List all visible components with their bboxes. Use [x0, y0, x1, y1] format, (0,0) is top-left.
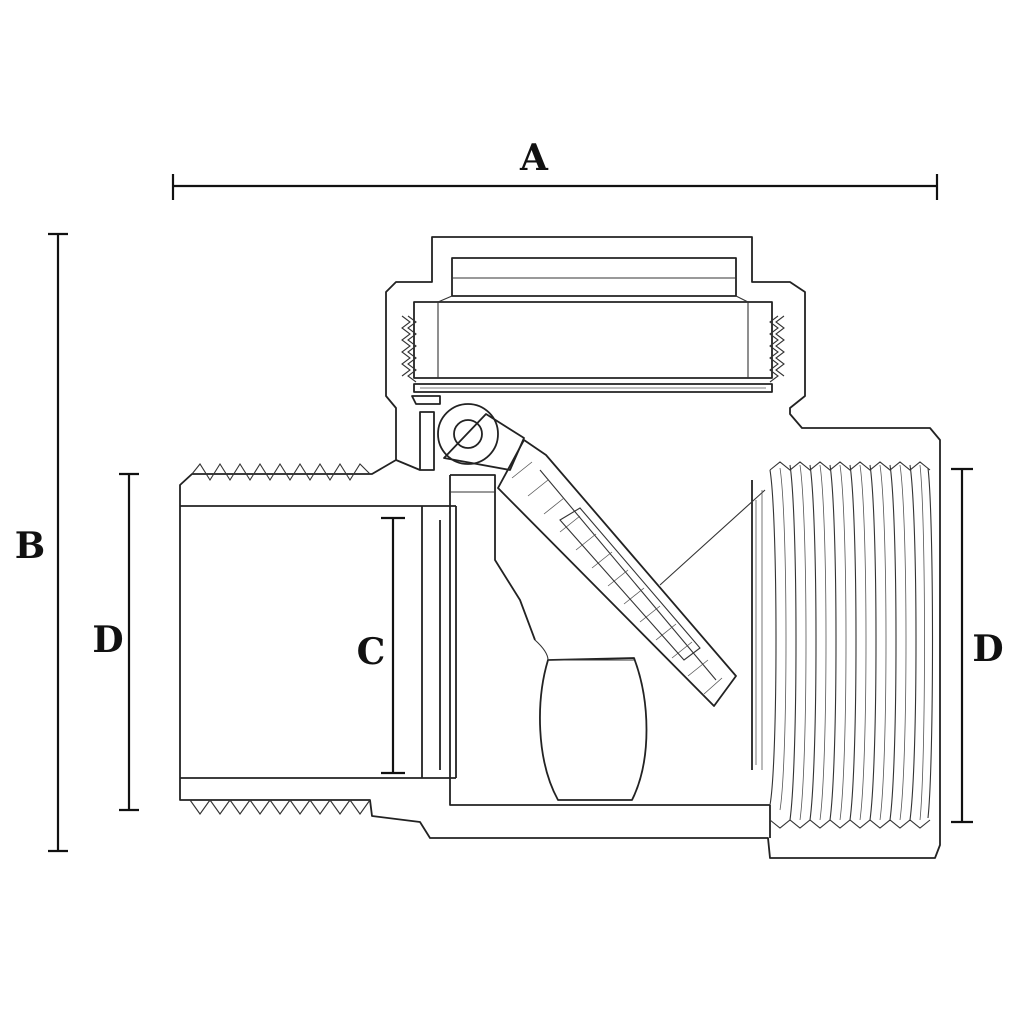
dimension-a: A: [171, 137, 939, 200]
valve-cap: [401, 257, 785, 405]
dimension-c: C: [357, 516, 405, 775]
valve-body: [179, 236, 941, 859]
label-b: B: [15, 525, 45, 567]
label-d-left: D: [92, 619, 123, 661]
dimension-b: B: [15, 232, 68, 853]
left-thread-bottom: [189, 799, 371, 815]
dimension-d-right: D: [951, 467, 1004, 824]
valve-weight: [534, 639, 648, 801]
label-c: C: [357, 631, 386, 673]
left-thread-top: [191, 462, 371, 482]
dimension-d-left: D: [92, 472, 139, 812]
right-thread: [755, 461, 934, 829]
swing-flapper: [437, 403, 737, 707]
label-a: A: [519, 137, 549, 179]
label-d-right: D: [972, 628, 1003, 670]
